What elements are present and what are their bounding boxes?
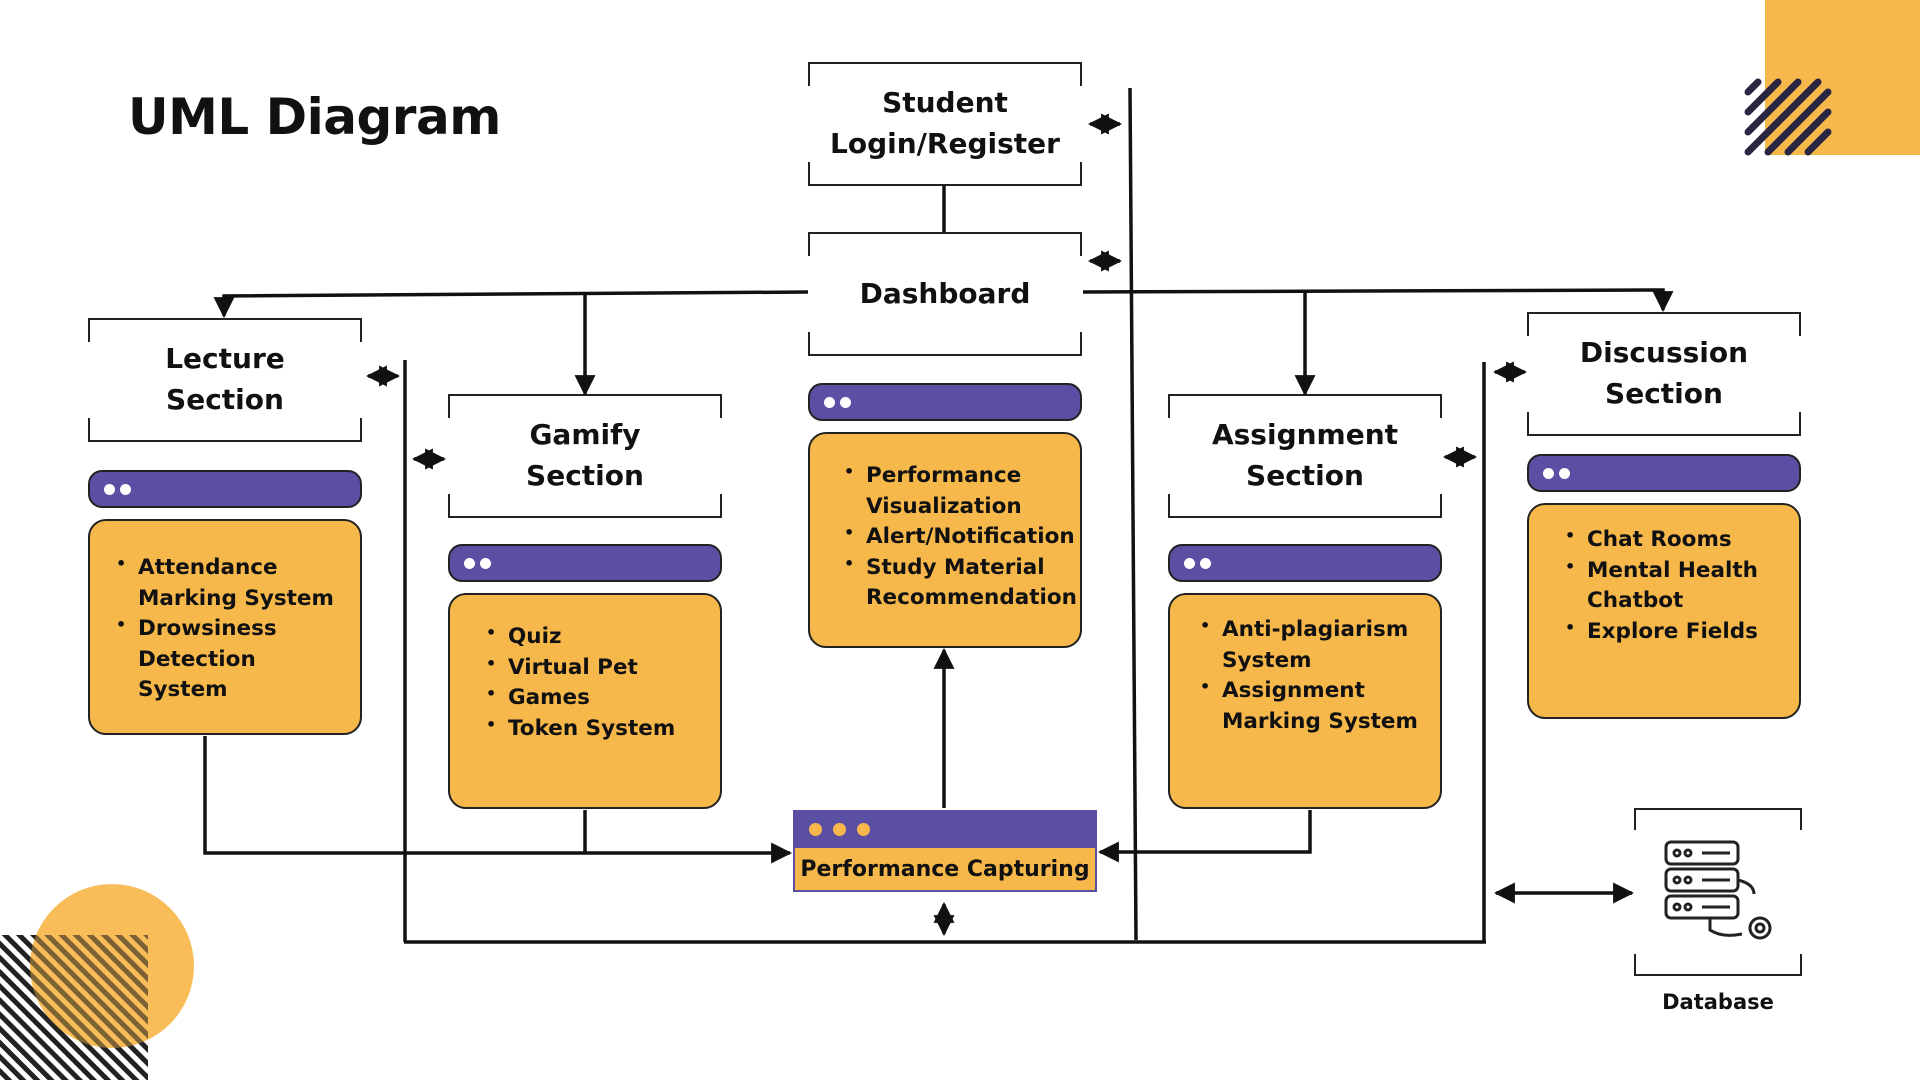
feature-item: Study Material Recommendation [844, 553, 1077, 614]
feature-item: Token System [486, 714, 706, 745]
window-titlebar [795, 812, 1095, 848]
node-label-line: Assignment [1211, 418, 1399, 452]
node-label-line: Login/Register [830, 127, 1060, 160]
window-dot [1200, 558, 1211, 569]
feature-item: Assignment Marking System [1200, 676, 1426, 737]
card-lecture-features: Attendance Marking System Drowsiness Det… [88, 519, 362, 735]
corner-stripes [1744, 78, 1832, 156]
window-dot [1184, 558, 1195, 569]
window-dot [480, 558, 491, 569]
node-label-line: Discussion [1579, 336, 1749, 370]
card-discussion-features: Chat Rooms Mental Health Chatbot Explore… [1527, 503, 1801, 719]
feature-item: Drowsiness Detection System [116, 614, 346, 706]
window-dot [464, 558, 475, 569]
node-label-line: Section [1605, 377, 1723, 410]
database-node [1633, 808, 1803, 976]
node-label: Dashboard [859, 276, 1031, 310]
database-server-icon [1664, 840, 1772, 940]
window-bar [88, 470, 362, 508]
card-assignment-features: Anti-plagiarism System Assignment Markin… [1168, 593, 1442, 809]
window-dot [809, 823, 822, 836]
node-label-line: Section [1246, 459, 1364, 492]
card-gamify-features: Quiz Virtual Pet Games Token System [448, 593, 722, 809]
feature-item: Mental Health Chatbot [1565, 556, 1785, 617]
node-label-line: Lecture [165, 342, 285, 376]
window-dot [824, 397, 835, 408]
feature-item: Chat Rooms [1565, 525, 1785, 556]
window-bar [1527, 454, 1801, 492]
card-dashboard-features: Performance Visualization Alert/Notifica… [808, 432, 1082, 648]
window-dot [833, 823, 846, 836]
node-gamify-section: Gamify Section [447, 394, 723, 518]
feature-item: Quiz [486, 622, 706, 653]
window-dot [120, 484, 131, 495]
window-dot [857, 823, 870, 836]
performance-capturing-window: Performance Capturing [793, 810, 1097, 892]
window-dot [1543, 468, 1554, 479]
database-label: Database [1662, 990, 1774, 1014]
feature-item: Games [486, 683, 706, 714]
window-bar [448, 544, 722, 582]
feature-item: Performance Visualization [844, 461, 1066, 522]
feature-item: Virtual Pet [486, 653, 706, 684]
node-label-line: Section [526, 459, 644, 492]
window-dot [104, 484, 115, 495]
node-discussion-section: Discussion Section [1526, 312, 1802, 436]
node-label-line: Gamify [529, 418, 641, 452]
node-label-line: Section [166, 383, 284, 416]
node-lecture-section: Lecture Section [87, 318, 363, 442]
node-label-line: Student [882, 86, 1008, 120]
window-bar [808, 383, 1082, 421]
node-student-login-register: Student Login/Register [807, 62, 1083, 186]
feature-item: Explore Fields [1565, 617, 1785, 648]
feature-item: Anti-plagiarism System [1200, 615, 1426, 676]
feature-item: Attendance Marking System [116, 553, 346, 614]
feature-item: Alert/Notification [844, 522, 1075, 553]
window-dot [1559, 468, 1570, 479]
performance-capturing-label: Performance Capturing [800, 857, 1090, 882]
window-dot [840, 397, 851, 408]
window-bar [1168, 544, 1442, 582]
node-assignment-section: Assignment Section [1167, 394, 1443, 518]
node-dashboard: Dashboard [807, 232, 1083, 356]
diagram-title: UML Diagram [128, 88, 501, 146]
